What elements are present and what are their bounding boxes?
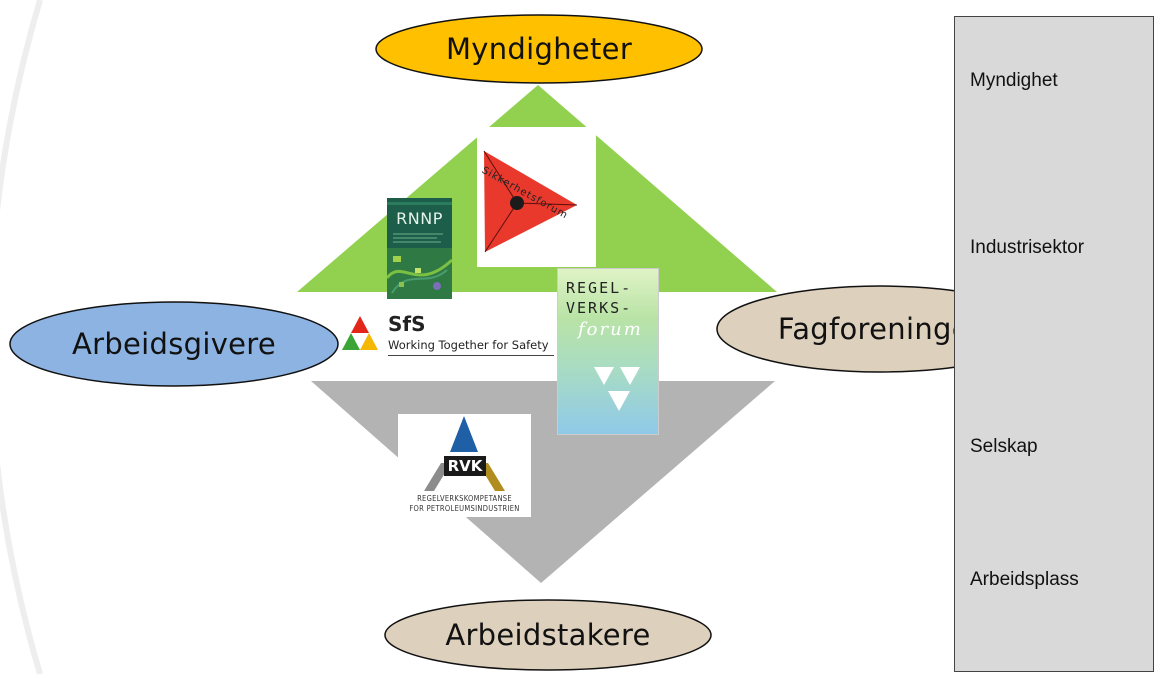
- rvk-logo: RVK REGELVERKSKOMPETANSE FOR PETROLEUMSI…: [398, 414, 531, 517]
- arbeidsgivere-label: Arbeidsgivere: [71, 327, 277, 361]
- sikkerhetsforum-triangle: [484, 151, 577, 252]
- regelverksforum-triangle-2: [620, 367, 640, 385]
- myndigheter-label: Myndigheter: [445, 32, 633, 66]
- level-arbeidsplass: Arbeidsplass: [970, 569, 1079, 590]
- sikkerhetsforum-center-dot: [510, 196, 524, 210]
- decorative-arc: [0, 0, 43, 674]
- regelverksforum-line1: REGEL-: [566, 279, 633, 297]
- sfs-logo: SfS Working Together for Safety: [331, 310, 557, 370]
- rvk-line1: REGELVERKSKOMPETANSE: [417, 494, 512, 503]
- lower-grey-triangle: [311, 381, 775, 583]
- regelverksforum-line3: forum: [578, 319, 643, 340]
- regelverksforum-triangle-3: [608, 391, 630, 411]
- sfs-underline: [388, 355, 554, 356]
- arbeidsgivere-ellipse: [9, 301, 339, 387]
- rnnp-logo: RNNP: [387, 198, 452, 299]
- level-selskap: Selskap: [970, 436, 1038, 457]
- rvk-name: RVK: [447, 457, 483, 475]
- level-myndighet: Myndighet: [970, 70, 1058, 91]
- sfs-name: SfS: [388, 312, 426, 336]
- arbeidstakere-ellipse: [384, 599, 712, 671]
- myndigheter-ellipse: [375, 14, 703, 84]
- rvk-badge: [444, 456, 486, 476]
- regelverksforum-logo: REGEL- VERKS- forum: [557, 268, 659, 435]
- regelverksforum-triangle-1: [594, 367, 614, 385]
- fagforeninger-label: Fagforeninger: [777, 312, 983, 346]
- level-panel: Myndighet Industrisektor Selskap Arbeids…: [954, 16, 1154, 672]
- sikkerhetsforum-logo: Sikkerhetsforum: [477, 127, 596, 267]
- level-industrisektor: Industrisektor: [970, 237, 1085, 258]
- rvk-blue-triangle: [450, 416, 478, 452]
- rvk-line2: FOR PETROLEUMSINDUSTRIEN: [409, 504, 520, 513]
- regelverksforum-line2: VERKS-: [566, 299, 633, 317]
- rnnp-title: RNNP: [396, 209, 443, 228]
- arbeidstakere-label: Arbeidstakere: [445, 618, 651, 652]
- sfs-tagline: Working Together for Safety: [388, 338, 549, 352]
